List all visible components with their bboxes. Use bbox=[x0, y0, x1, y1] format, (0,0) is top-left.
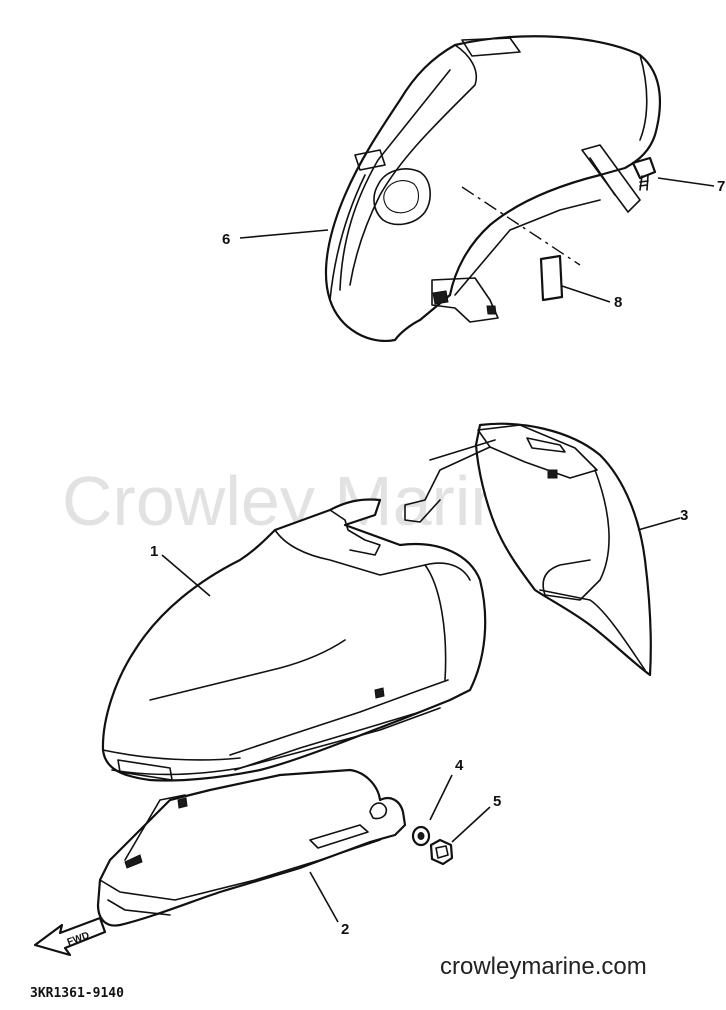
forward-direction-arrow: FWD bbox=[33, 916, 107, 957]
washer-part-4[interactable] bbox=[411, 825, 431, 847]
bolt-part-7[interactable] bbox=[631, 156, 657, 191]
callout-7: 7 bbox=[717, 178, 725, 195]
nut-part-5[interactable] bbox=[429, 838, 454, 866]
leader-line-7 bbox=[657, 177, 715, 187]
leader-line-2 bbox=[309, 871, 339, 923]
leader-line-4 bbox=[429, 774, 453, 821]
callout-8: 8 bbox=[614, 294, 622, 311]
website-label[interactable]: crowleymarine.com bbox=[440, 953, 647, 980]
leader-line-5 bbox=[451, 806, 491, 843]
leader-line-1 bbox=[161, 554, 211, 597]
drawing-code: 3KR1361-9140 bbox=[30, 986, 124, 1001]
callout-5: 5 bbox=[493, 793, 501, 810]
side-cover-part-2[interactable] bbox=[96, 768, 407, 927]
label-part-8[interactable] bbox=[539, 254, 564, 302]
leader-line-6 bbox=[239, 229, 329, 239]
rear-fender-part-6[interactable] bbox=[324, 35, 662, 343]
callout-3: 3 bbox=[680, 507, 688, 524]
leader-line-8 bbox=[561, 285, 611, 303]
front-fender-part-1[interactable] bbox=[101, 498, 487, 782]
alignment-dashline bbox=[461, 186, 581, 266]
callout-4: 4 bbox=[455, 757, 464, 774]
callout-2: 2 bbox=[341, 921, 349, 938]
inner-fender-part-3[interactable] bbox=[404, 422, 652, 677]
leader-line-3 bbox=[637, 517, 681, 531]
callout-1: 1 bbox=[150, 543, 158, 560]
callout-6: 6 bbox=[222, 231, 230, 248]
